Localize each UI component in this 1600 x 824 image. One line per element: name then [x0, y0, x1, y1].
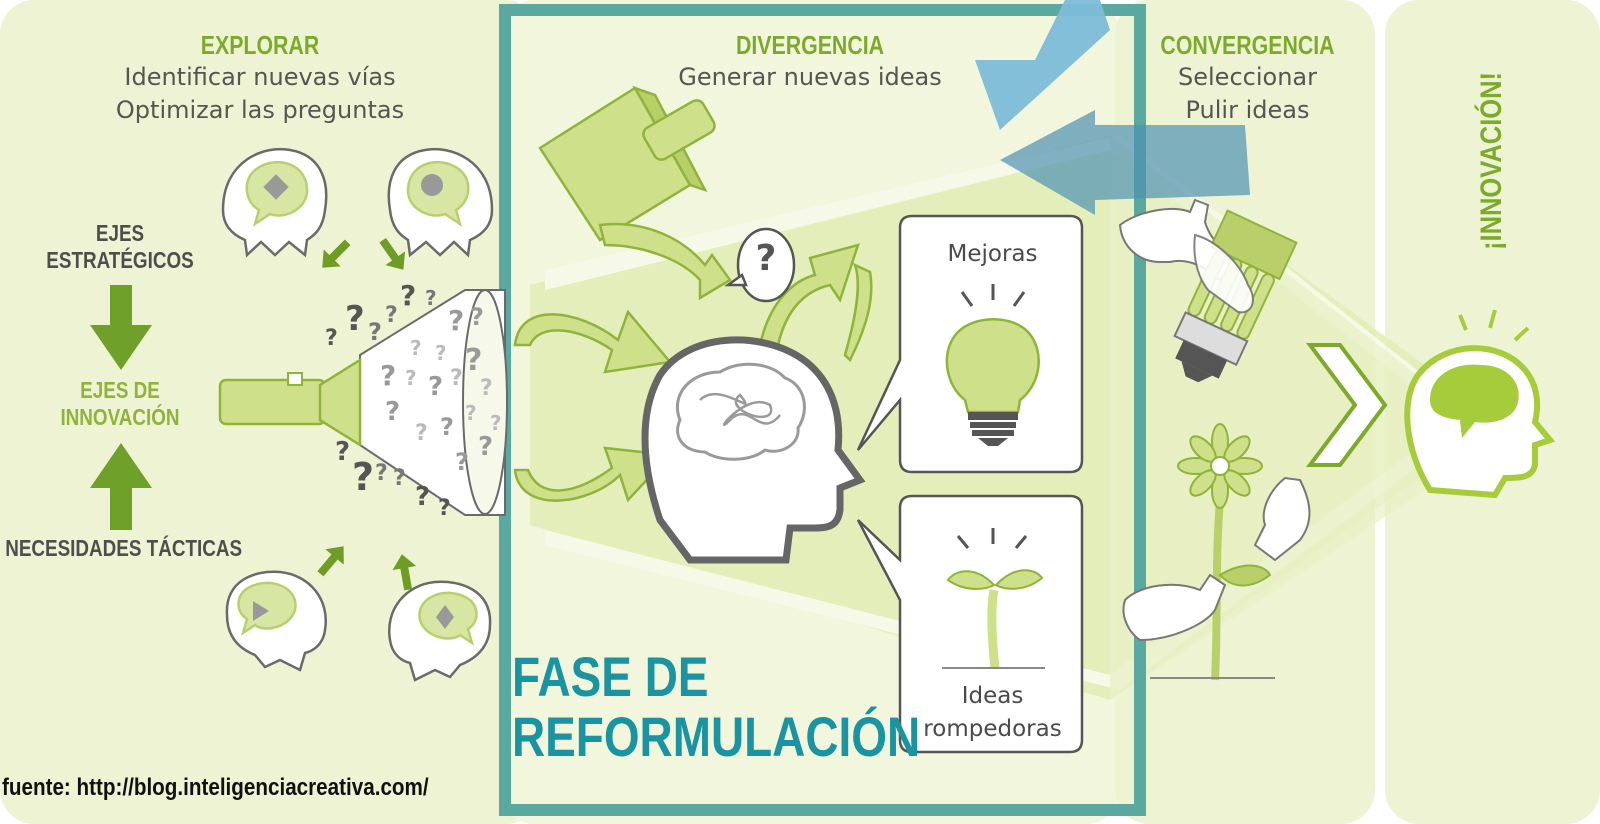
blue-arrow-left-icon [1000, 110, 1250, 215]
question-mark-icon: ? [440, 413, 454, 441]
blue-arrow-down-icon [975, 0, 1110, 130]
head-circle-icon [387, 147, 494, 258]
question-mark-icon: ? [400, 279, 416, 312]
explorar-line: Identificar nuevas vías [124, 63, 396, 91]
curved-arrow-icon [513, 309, 673, 374]
question-mark-label: ? [755, 238, 777, 279]
flower-icon [1122, 423, 1311, 681]
rompedoras-label: Ideas rompedoras [905, 680, 1080, 746]
lightbulb-icon [945, 284, 1040, 446]
arrow-small-icon [379, 237, 406, 270]
axis-middle-line: INNOVACIÓN [60, 404, 180, 430]
convergencia-section: CONVERGENCIA Seleccionar Pulir ideas [1140, 30, 1355, 127]
flashlight-icon [218, 289, 508, 516]
head-diamond-icon [221, 147, 328, 258]
axis-top-line: ESTRATÉGICOS [46, 247, 194, 273]
rompedoras-line: rompedoras [923, 716, 1062, 742]
sprout-icon [942, 528, 1045, 669]
divergencia-line: Generar nuevas ideas [678, 63, 942, 91]
question-mark-icon: ? [438, 496, 451, 521]
question-mark-icon: ? [478, 432, 493, 462]
question-mark-icon: ? [393, 466, 406, 491]
question-mark-icon: ? [480, 376, 493, 401]
watering-can-icon [538, 85, 732, 301]
phase-line: REFORMULACIÓN [512, 705, 921, 768]
arrow-up-icon [90, 443, 152, 530]
question-mark-icon: ? [465, 401, 477, 425]
head-brain-icon [641, 336, 866, 564]
question-mark-icon: ? [450, 366, 463, 391]
curved-arrows [513, 243, 873, 503]
question-mark-icon: ? [385, 397, 400, 427]
axis-bottom-label: NECESIDADES TÁCTICAS [5, 535, 243, 561]
explorar-line: Optimizar las preguntas [115, 96, 405, 124]
arrow-small-icon [322, 239, 351, 268]
phase-label: FASE DE REFORMULACIÓN [512, 648, 1010, 768]
axis-top-line: EJES [95, 220, 145, 246]
head-triangle-icon [225, 570, 328, 672]
question-mark-icon: ? [455, 448, 469, 476]
question-mark-icon: ? [335, 437, 350, 467]
divergencia-title: DIVERGENCIA [735, 30, 885, 60]
question-mark-icon: ? [435, 341, 447, 365]
question-mark-icon: ? [375, 461, 388, 486]
chevron-right-icon [1306, 343, 1388, 467]
convergencia-title: CONVERGENCIA [1160, 30, 1335, 60]
small-arrows [317, 237, 417, 591]
question-mark-icon: ? [352, 455, 374, 499]
question-mark-icon: ? [345, 299, 365, 339]
question-mark-icon: ? [415, 482, 430, 512]
curved-arrow-icon [758, 243, 860, 347]
question-mark-icon: ? [325, 326, 338, 351]
explorar-section: EXPLORAR Identificar nuevas vías Optimiz… [40, 30, 480, 127]
axis-top-label: EJES ESTRATÉGICOS [0, 220, 240, 274]
rompedoras-line: Ideas [961, 683, 1024, 709]
phase-line: FASE DE [512, 645, 709, 708]
question-mark-icon: ? [448, 304, 464, 337]
convergencia-line: Pulir ideas [1185, 96, 1310, 124]
question-mark-icon: ? [428, 372, 443, 402]
question-mark-icon: ? [385, 303, 398, 328]
axis-arrows [90, 285, 152, 530]
question-mark-icon: ? [405, 366, 417, 390]
innovacion-title: ¡INNOVACIÓN! [1475, 71, 1508, 250]
arrow-down-icon [90, 285, 152, 370]
question-mark-icon: ? [470, 303, 484, 331]
mejoras-label: Mejoras [947, 241, 1038, 267]
head-rhombus-icon [387, 580, 492, 682]
blue-arrows [975, 0, 1250, 215]
hand-with-bulb-icon [1118, 198, 1298, 383]
idea-heads [221, 147, 494, 682]
question-mark-icon: ? [490, 411, 502, 435]
question-mark-icon: ? [425, 286, 437, 310]
source-credit: fuente: http://blog.inteligenciacreativa… [2, 774, 429, 801]
question-mark-icon: ? [380, 359, 396, 392]
question-mark-icon: ? [368, 318, 382, 346]
question-marks: ????????????????????????????? [325, 279, 502, 521]
question-bubble-icon [724, 227, 796, 303]
divergencia-section: DIVERGENCIA Generar nuevas ideas [630, 30, 990, 94]
explorar-title: EXPLORAR [200, 30, 320, 60]
speech-bubble-rompedoras [856, 494, 1084, 754]
question-mark-icon: ? [415, 421, 428, 446]
convergencia-line: Seleccionar [1178, 63, 1317, 91]
axis-middle-line: EJES DE [80, 377, 160, 403]
question-mark-icon: ? [465, 343, 482, 378]
axis-middle-label: EJES DE INNOVACIÓN [0, 377, 240, 431]
curved-arrow-icon [843, 262, 873, 363]
arrow-small-icon [317, 546, 344, 577]
lightbulb-head-icon [1404, 309, 1556, 499]
question-mark-icon: ? [410, 336, 422, 360]
arrow-small-icon [392, 554, 417, 591]
